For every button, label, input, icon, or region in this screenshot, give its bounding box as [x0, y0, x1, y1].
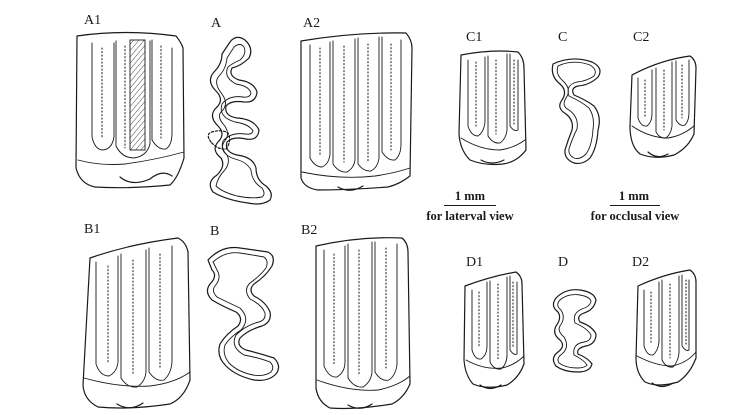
specimen-d1-lateral-view: [463, 271, 525, 390]
specimen-a1-lateral-view: [75, 31, 185, 189]
occlusal-scale-length: 1 mm: [618, 189, 650, 203]
panel-label-a: A: [211, 16, 222, 31]
occlusal-scale-bar: [610, 205, 660, 206]
specimen-b2-lateral-view: [315, 237, 411, 410]
panel-label-d2: D2: [632, 255, 650, 270]
panel-label-b1: B1: [84, 222, 101, 237]
panel-label-a1: A1: [84, 13, 102, 28]
specimen-c-occlusal-view: [551, 58, 601, 165]
panel-label-b: B: [210, 224, 220, 239]
panel-label-a2: A2: [303, 16, 321, 31]
panel-label-b2: B2: [301, 223, 318, 238]
panel-label-d: D: [558, 255, 569, 270]
panel-label-c1: C1: [466, 30, 483, 45]
specimen-b-occlusal-view: [206, 246, 280, 381]
specimen-a-occlusal-view: [207, 36, 272, 205]
panel-label-c: C: [558, 30, 568, 45]
specimen-d-occlusal-view: [552, 289, 597, 373]
lateral-scale-bar: [444, 205, 496, 206]
specimen-c2-lateral-view: [629, 55, 697, 158]
panel-label-d1: D1: [466, 255, 484, 270]
specimen-a2-lateral-view: [300, 32, 413, 191]
specimen-c1-lateral-view: [458, 50, 527, 166]
occlusal-scale-caption: for occlusal view: [590, 209, 680, 223]
lateral-scale-caption: for laterval view: [426, 209, 514, 223]
panel-label-c2: C2: [633, 30, 650, 45]
specimen-d2-lateral-view: [635, 269, 697, 388]
specimen-b1-lateral-view: [82, 237, 191, 409]
lateral-scale-length: 1 mm: [454, 189, 486, 203]
